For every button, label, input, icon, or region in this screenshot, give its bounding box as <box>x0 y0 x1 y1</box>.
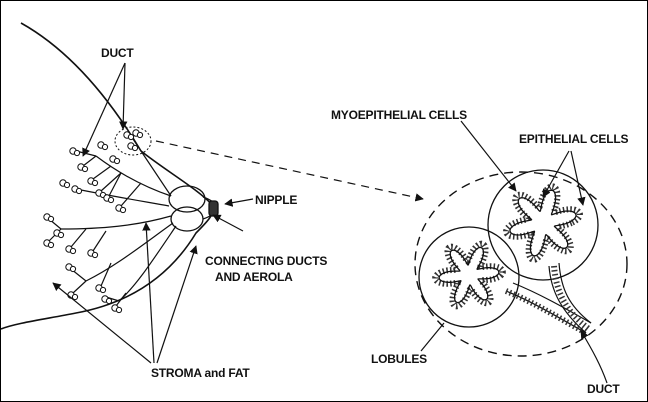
label-and-aerola: AND AEROLA <box>215 270 293 284</box>
duct-branch <box>73 281 86 293</box>
lobule-bud <box>114 158 119 163</box>
duct-branch <box>133 139 171 196</box>
lobule-upper <box>488 170 598 280</box>
lobule-bud <box>108 197 113 202</box>
lobule-bud <box>116 307 121 312</box>
lobule-bud <box>70 248 75 253</box>
breast-outline <box>1 23 214 329</box>
label-lobules: LOBULES <box>371 352 427 366</box>
lobule-bud <box>120 207 125 212</box>
duct-branch <box>83 156 96 166</box>
nipple-areola <box>169 186 218 231</box>
lobule-bud <box>58 232 63 237</box>
duct-branch <box>101 263 111 286</box>
pointer-lines <box>53 63 607 383</box>
label-nipple: NIPPLE <box>255 193 297 207</box>
lobule-bud <box>76 188 81 193</box>
duct-branch <box>119 226 176 301</box>
duct-branch <box>121 183 141 206</box>
duct-branch <box>86 223 173 281</box>
lobule-bud <box>82 166 87 171</box>
lobule-buds <box>44 130 143 313</box>
duct-branch <box>101 173 121 191</box>
lobule-bud <box>137 132 142 137</box>
lobule-bud <box>70 266 75 271</box>
lobule-bud <box>48 216 53 221</box>
label-stroma-fat: STROMA and FAT <box>151 366 250 380</box>
duct-branch <box>71 229 86 247</box>
lobule-bud <box>100 287 105 292</box>
label-duct-top: DUCT <box>101 46 134 60</box>
label-myoepithelial: MYOEPITHELIAL CELLS <box>331 108 467 122</box>
duct-branch <box>109 173 121 196</box>
label-duct-bottom: DUCT <box>587 382 620 396</box>
lobule-bud <box>92 252 97 257</box>
magnified-region <box>415 172 627 356</box>
lobule-bud <box>128 134 133 139</box>
lobule-bud <box>48 242 53 247</box>
lobule-bud <box>102 144 107 149</box>
lobule-lower <box>419 227 519 327</box>
label-connecting-ducts: CONNECTING DUCTS <box>205 254 327 268</box>
label-epithelial: EPITHELIAL CELLS <box>519 132 628 146</box>
lobule-bud <box>74 150 79 155</box>
duct-tree <box>49 139 176 306</box>
duct-branch <box>61 216 171 229</box>
duct-branch <box>93 231 106 251</box>
duct-branch <box>93 166 111 179</box>
lobule-bud <box>92 180 97 185</box>
duct-branch <box>116 293 126 306</box>
lobule-bud <box>132 145 137 150</box>
duct-branch <box>96 156 171 196</box>
lobule-bud <box>64 182 69 187</box>
lobule-bud <box>106 298 111 303</box>
